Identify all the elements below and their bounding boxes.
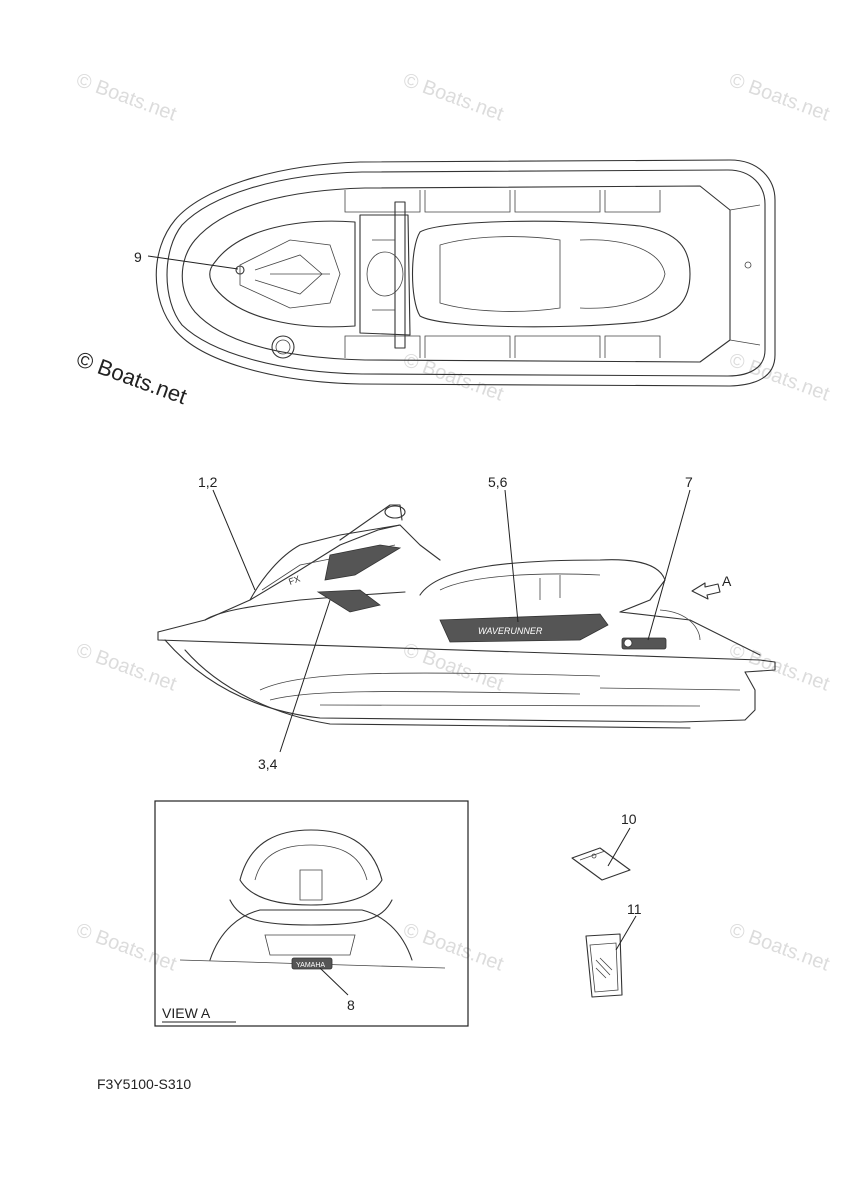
decal-text-large: WAVERUNNER	[478, 626, 543, 636]
watermark-dark: © Boats.net	[73, 346, 190, 409]
view-a-inset: YAMAHA VIEW A	[154, 800, 469, 1027]
decal-text-small: FX	[287, 574, 301, 587]
top-view-watercraft	[155, 159, 776, 387]
stern-decal-text: YAMAHA	[296, 962, 325, 969]
watermark: © Boats.net	[400, 69, 506, 126]
callout-7: 7	[685, 474, 693, 490]
callout-1-2: 1,2	[198, 474, 218, 490]
callout-9: 9	[134, 249, 142, 265]
callout-view-a-arrow: A	[722, 573, 732, 589]
leader-lines	[147, 255, 721, 996]
watermark: © Boats.net	[726, 919, 832, 976]
callout-5-6: 5,6	[488, 474, 508, 490]
watermark: © Boats.net	[726, 639, 832, 696]
view-a-frame	[154, 800, 469, 1027]
watermark: © Boats.net	[73, 69, 179, 126]
view-a-label: VIEW A	[162, 1005, 211, 1021]
watermarks: © Boats.net © Boats.net © Boats.net © Bo…	[73, 69, 832, 976]
watermark: © Boats.net	[726, 69, 832, 126]
part-10-sticker	[571, 847, 631, 881]
callout-11: 11	[627, 901, 642, 917]
watermark: © Boats.net	[73, 639, 179, 696]
watermark: © Boats.net	[73, 919, 179, 976]
figure-code: F3Y5100-S310	[97, 1076, 192, 1092]
callout-10: 10	[621, 811, 637, 827]
part-11-sticker	[585, 933, 623, 998]
callout-3-4: 3,4	[258, 756, 278, 772]
watermark: © Boats.net	[400, 349, 506, 406]
watermark: © Boats.net	[726, 349, 832, 406]
watermark: © Boats.net	[400, 639, 506, 696]
side-view-watercraft: FX WAVERUNNER	[157, 504, 776, 729]
callouts: 9 1,2 5,6 7 A 3,4 10 11 8	[134, 249, 732, 1013]
callout-8: 8	[347, 997, 355, 1013]
